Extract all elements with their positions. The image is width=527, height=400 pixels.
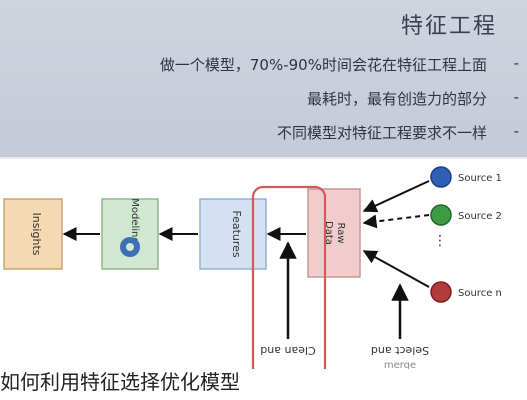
pipeline-diagram: Insights Modeling Features Raw Data Sour…: [3, 166, 502, 369]
select-label: Select and: [371, 344, 429, 357]
clean-label: Clean and: [260, 344, 315, 357]
svg-text:⋮: ⋮: [433, 233, 447, 249]
page-caption: 如何利用特征选择优化模型: [0, 366, 240, 395]
bullet-3: 不同模型对特征工程要求不一样: [276, 124, 487, 142]
features-box: Features: [199, 198, 267, 270]
features-label: Features: [230, 210, 243, 258]
modeling-box: Modeling: [101, 198, 159, 270]
data-label: Data: [323, 221, 334, 245]
slide-title: 特征工程: [400, 14, 497, 39]
highlight-frame: [251, 185, 327, 369]
source-1-label: Source 1: [458, 173, 502, 184]
divider: [0, 157, 527, 159]
source-n: Source n: [430, 281, 502, 303]
bullet-dash: -: [513, 54, 519, 72]
insights-box: Insights: [3, 198, 63, 270]
source-2-label: Source 2: [458, 211, 502, 222]
source-n-label: Source n: [458, 288, 502, 299]
bullet-dash: -: [513, 122, 519, 140]
slide-header: 特征工程 做一个模型，70%-90%时间会花在特征工程上面 - 最耗时，最有创造…: [0, 0, 527, 157]
bullet-2: 最耗时，最有创造力的部分: [306, 90, 487, 108]
raw-data-box: Raw Data: [307, 188, 361, 278]
bullet-dash: -: [513, 88, 519, 106]
modeling-label: Modeling: [129, 198, 140, 244]
merge-label: merge: [384, 360, 416, 369]
source-1: Source 1: [430, 166, 502, 188]
bullet-1: 做一个模型，70%-90%时间会花在特征工程上面: [159, 56, 487, 74]
raw-label: Raw: [335, 222, 346, 243]
insights-label: Insights: [30, 212, 43, 255]
source-2: Source 2: [430, 204, 502, 226]
